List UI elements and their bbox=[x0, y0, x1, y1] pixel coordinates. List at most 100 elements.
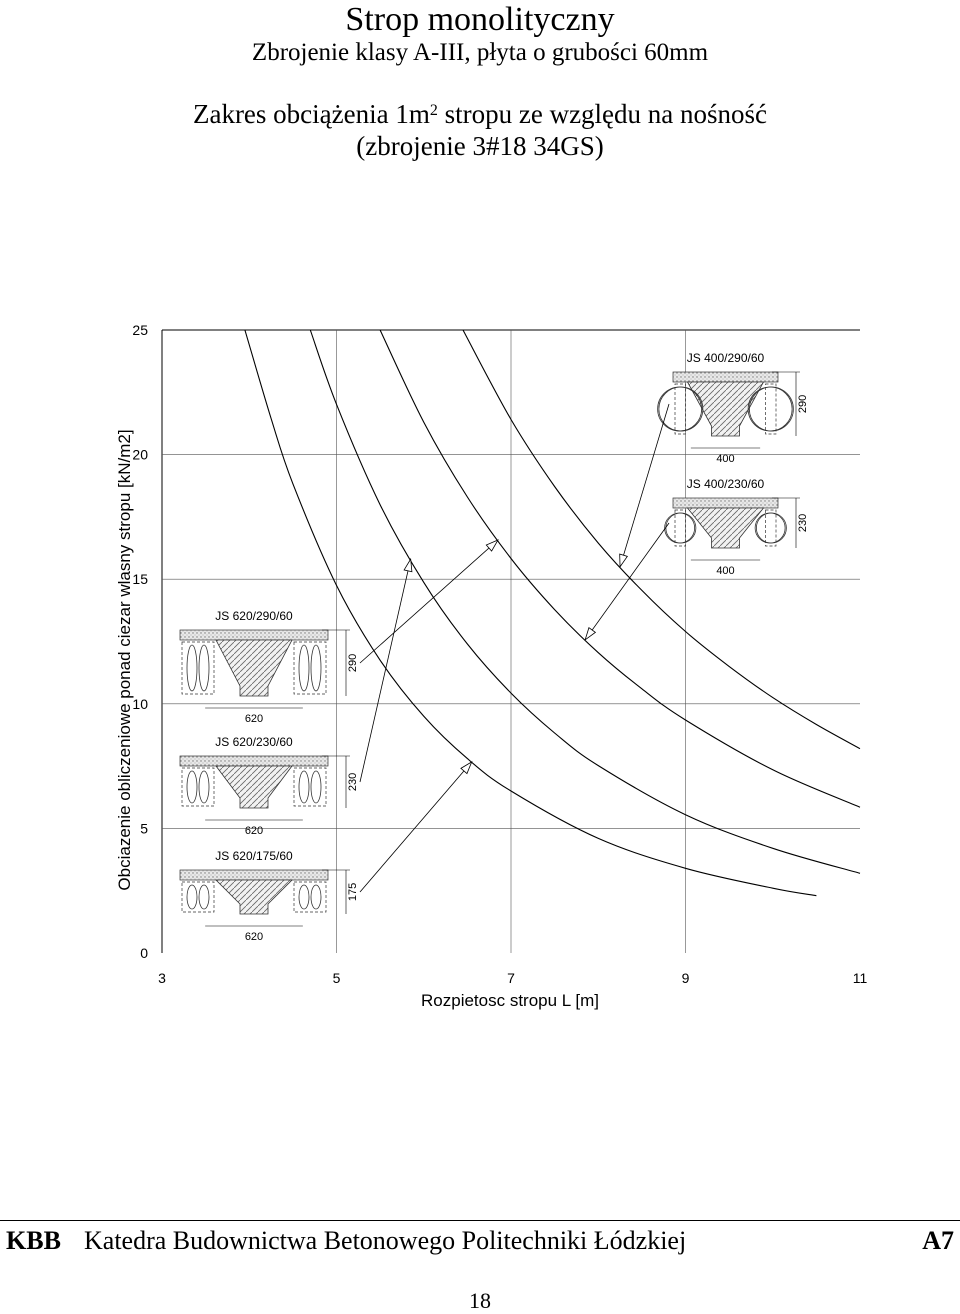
section-height-label: 290 bbox=[797, 395, 809, 413]
section-slab bbox=[672, 371, 779, 383]
section-hollow bbox=[754, 512, 786, 544]
y-tick-label: 10 bbox=[132, 696, 148, 712]
section-width-label: 400 bbox=[716, 453, 734, 465]
section-hollow bbox=[298, 770, 310, 804]
section-block-right bbox=[765, 383, 777, 435]
annotation-arrow-line bbox=[619, 403, 670, 567]
x-tick-label: 11 bbox=[853, 970, 868, 986]
section-hollow bbox=[298, 884, 310, 910]
section-width-label: 400 bbox=[716, 565, 734, 577]
annotation-arrow-head bbox=[403, 557, 413, 573]
section-height-label: 230 bbox=[797, 514, 809, 532]
section-hollow bbox=[664, 512, 696, 544]
series-line-1 bbox=[244, 329, 817, 897]
section--400-290-60: JS 400/290/60 400 290 bbox=[657, 351, 809, 465]
section-hollow bbox=[198, 770, 210, 804]
section-hollow bbox=[748, 386, 794, 432]
y-tick-label: 15 bbox=[132, 571, 148, 587]
annotation-arrow-head bbox=[460, 760, 473, 775]
x-tick-label: 9 bbox=[682, 970, 690, 986]
section-hollow bbox=[665, 512, 697, 544]
section-label: JS 620/230/60 bbox=[215, 735, 293, 749]
footer-rule bbox=[0, 1220, 960, 1221]
section-height-label: 175 bbox=[347, 883, 359, 901]
series-line-3 bbox=[379, 329, 861, 808]
page-title: Strop monolityczny bbox=[345, 1, 615, 38]
annotation-arrow-head bbox=[485, 539, 499, 552]
section-hollow bbox=[310, 644, 322, 692]
section-label: JS 400/230/60 bbox=[687, 477, 765, 491]
section-hollow bbox=[658, 386, 704, 432]
reinforcement-note: (zbrojenie 3#18 34GS) bbox=[356, 131, 604, 161]
section-hollow bbox=[186, 884, 198, 910]
section-hollow bbox=[298, 644, 310, 692]
section--620-175-60: JS 620/175/60 620 175 bbox=[179, 849, 359, 943]
section-label: JS 620/290/60 bbox=[215, 609, 293, 623]
section-rib bbox=[215, 639, 293, 697]
page-subtitle: Zbrojenie klasy A-III, płyta o grubości … bbox=[251, 39, 709, 66]
section-height-label: 290 bbox=[347, 654, 359, 672]
load-range-text-post: stropu ze względu na nośność bbox=[437, 99, 768, 129]
section-block-right bbox=[293, 881, 327, 913]
annotation-arrow-line bbox=[359, 761, 473, 893]
section-hollow bbox=[186, 770, 198, 804]
footer-institution: Katedra Budownictwa Betonowego Politechn… bbox=[84, 1226, 687, 1255]
load-range-text: Zakres obciążenia 1m bbox=[192, 99, 430, 129]
section-hollow bbox=[198, 884, 210, 910]
section-block-right bbox=[293, 767, 327, 807]
annotation-arrows bbox=[359, 403, 670, 893]
y-tick-label: 25 bbox=[132, 322, 148, 338]
section-block-left bbox=[181, 641, 215, 695]
section--620-290-60: JS 620/290/60 620 290 bbox=[179, 609, 359, 725]
annotation-arrow-line bbox=[584, 522, 670, 641]
section-block-left bbox=[674, 383, 686, 435]
section-block-right bbox=[765, 509, 777, 547]
y-tick-label: 0 bbox=[140, 945, 148, 961]
section-label: JS 620/175/60 bbox=[215, 849, 293, 863]
section-width-label: 620 bbox=[245, 825, 263, 837]
x-tick-label: 3 bbox=[158, 970, 166, 986]
section--620-230-60: JS 620/230/60 620 230 bbox=[179, 735, 359, 837]
y-tick-label: 20 bbox=[132, 447, 148, 463]
section-rib bbox=[686, 507, 765, 549]
section-slab bbox=[179, 629, 329, 641]
chart-grid bbox=[161, 329, 860, 953]
section-rib bbox=[215, 879, 293, 915]
chart-ticks: 0 5 10 15 20 25 3 5 7 9 11 bbox=[132, 322, 867, 986]
annotation-arrow-head bbox=[584, 627, 597, 641]
section-hollow bbox=[755, 512, 787, 544]
annotation-arrow-head bbox=[619, 553, 628, 568]
section-hollow bbox=[198, 644, 210, 692]
footer-right: A7 bbox=[922, 1226, 954, 1255]
section-rib bbox=[686, 381, 765, 437]
section-block-left bbox=[181, 881, 215, 913]
series-line-2 bbox=[309, 329, 861, 874]
y-axis-label: Obciazenie obliczeniowe ponad ciezar wla… bbox=[115, 429, 134, 890]
section-block-left bbox=[181, 767, 215, 807]
load-range-heading: Zakres obciążenia 1m2 stropu ze względu … bbox=[0, 98, 960, 130]
section-width-label: 620 bbox=[245, 931, 263, 943]
x-tick-label: 7 bbox=[507, 970, 515, 986]
section-slab bbox=[179, 869, 329, 881]
section-block-left bbox=[674, 509, 686, 547]
section-label: JS 400/290/60 bbox=[687, 351, 765, 365]
section-hollow bbox=[657, 386, 703, 432]
x-tick-label: 5 bbox=[333, 970, 341, 986]
section-block-right bbox=[293, 641, 327, 695]
footer-left: KBB bbox=[6, 1226, 61, 1255]
page-number: 18 bbox=[469, 1288, 491, 1313]
section--400-230-60: JS 400/230/60 400 230 bbox=[664, 477, 809, 577]
section-slab bbox=[672, 497, 779, 509]
annotation-arrow-line bbox=[359, 559, 412, 783]
x-axis-label: Rozpietosc stropu L [m] bbox=[421, 991, 599, 1010]
section-hollow bbox=[310, 884, 322, 910]
y-tick-label: 5 bbox=[140, 820, 148, 836]
section-hollow bbox=[747, 386, 793, 432]
load-range-sup: 2 bbox=[429, 102, 438, 119]
series-line-4 bbox=[462, 329, 861, 750]
section-slab bbox=[179, 755, 329, 767]
section-height-label: 230 bbox=[347, 773, 359, 791]
section-width-label: 620 bbox=[245, 713, 263, 725]
